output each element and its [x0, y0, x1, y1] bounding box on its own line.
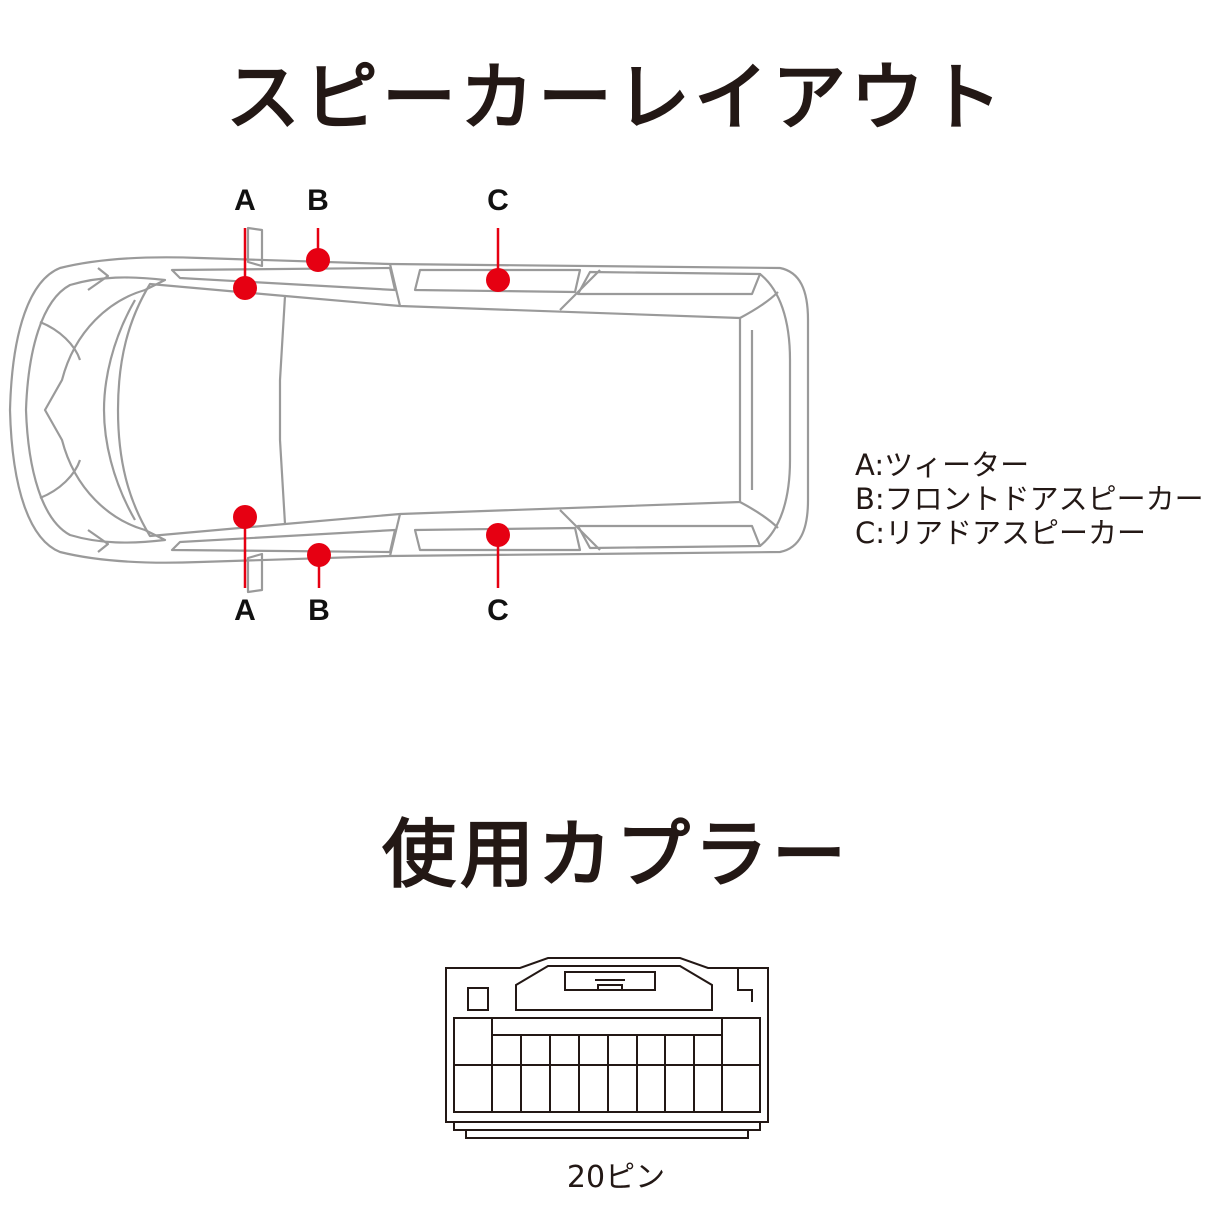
- bottom-label-a: A: [234, 594, 256, 627]
- front-door-speaker-marker-bottom: [307, 543, 331, 567]
- speaker-leader-lines: [243, 228, 500, 588]
- coupler-20pin-diagram: [445, 957, 769, 1139]
- bottom-label-b: B: [308, 594, 330, 627]
- bottom-label-c: C: [487, 594, 509, 627]
- coupler-title: 使用カプラー: [382, 812, 850, 898]
- legend-item-rear-door: C:リアドアスピーカー: [855, 516, 1147, 550]
- top-label-a: A: [234, 184, 256, 217]
- legend-item-tweeter: A:ツィーター: [855, 448, 1030, 482]
- front-door-speaker-marker-top: [306, 248, 330, 272]
- top-label-b: B: [307, 184, 329, 217]
- tweeter-marker-top: [233, 276, 257, 300]
- speaker-legend: A:ツィーター B:フロントドアスピーカー C:リアドアスピーカー: [855, 448, 1204, 550]
- speaker-layout-title: スピーカーレイアウト: [226, 55, 1006, 141]
- top-label-c: C: [487, 184, 509, 217]
- legend-item-front-door: B:フロントドアスピーカー: [855, 482, 1204, 516]
- rear-door-speaker-marker-top: [486, 268, 510, 292]
- tweeter-marker-bottom: [233, 505, 257, 529]
- rear-door-speaker-marker-bottom: [486, 523, 510, 547]
- pin-count-label: 20ピン: [566, 1160, 666, 1195]
